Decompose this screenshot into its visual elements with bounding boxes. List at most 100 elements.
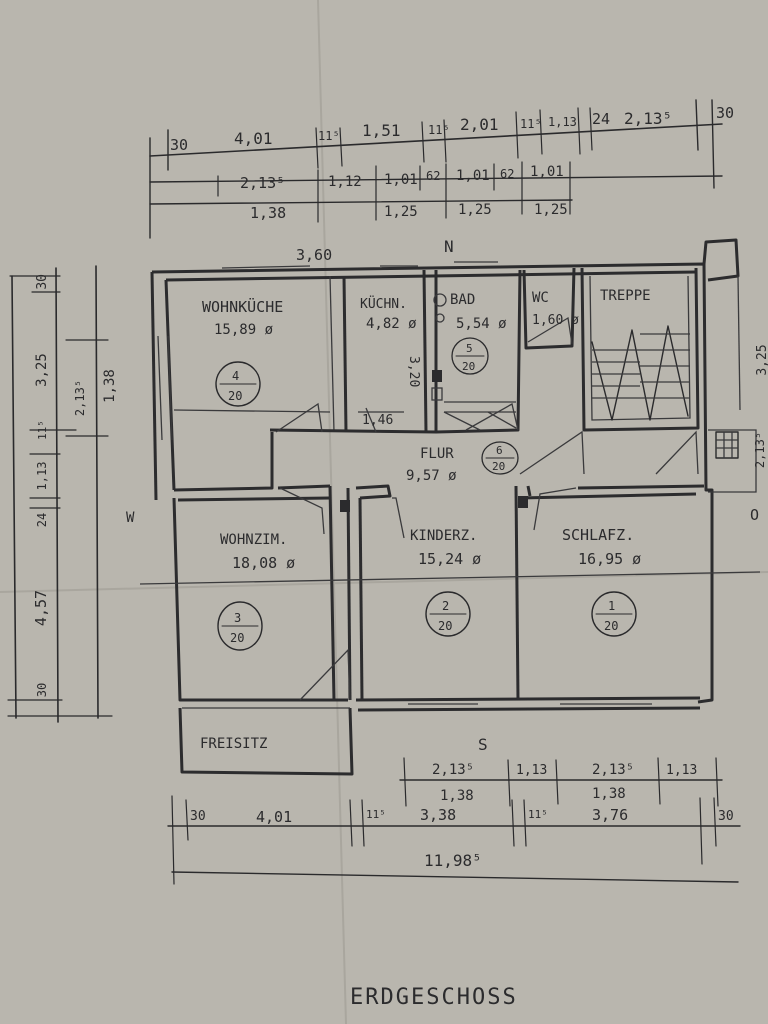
svg-text:WOHNKÜCHE: WOHNKÜCHE	[202, 297, 283, 316]
svg-text:1,60 ø: 1,60 ø	[532, 313, 579, 328]
room-kueche: KÜCHN. 4,82 ø	[360, 295, 417, 332]
room-wc: WC 1,60 ø	[532, 290, 579, 328]
paper-fold-line	[317, 0, 347, 1024]
svg-text:16,95 ø: 16,95 ø	[578, 550, 641, 568]
svg-text:11⁵: 11⁵	[520, 117, 542, 131]
svg-text:2,01: 2,01	[460, 115, 499, 134]
room-wohnzimmer: WOHNZIM. 18,08 ø 3 20	[217, 532, 295, 651]
svg-text:BAD: BAD	[450, 292, 475, 308]
svg-text:15,89 ø: 15,89 ø	[214, 322, 274, 338]
svg-text:11,98⁵: 11,98⁵	[424, 851, 482, 870]
svg-text:11⁵: 11⁵	[528, 808, 548, 821]
svg-text:20: 20	[462, 360, 475, 373]
svg-text:1,01: 1,01	[456, 168, 490, 184]
svg-text:6: 6	[496, 444, 503, 457]
inner-dimensions: 3,60 3,20 1,46	[296, 246, 421, 428]
svg-text:3,76: 3,76	[592, 806, 628, 824]
room-flur: FLUR 9,57 ø 6 20	[406, 441, 519, 484]
room-schlafzimmer: SCHLAFZ. 16,95 ø 1 20	[562, 526, 641, 637]
svg-text:1,13: 1,13	[35, 462, 49, 491]
svg-text:18,08 ø: 18,08 ø	[232, 554, 295, 572]
svg-text:11⁵: 11⁵	[318, 129, 340, 143]
svg-text:1,13: 1,13	[666, 763, 697, 778]
svg-text:1,46: 1,46	[362, 413, 393, 428]
svg-text:KÜCHN.: KÜCHN.	[360, 295, 407, 312]
svg-text:2,13⁵: 2,13⁵	[624, 109, 672, 128]
svg-text:24: 24	[35, 513, 49, 527]
svg-text:20: 20	[230, 631, 244, 645]
svg-text:1,13: 1,13	[516, 763, 547, 778]
paper-crease-line	[0, 571, 768, 593]
right-edge-dimensions: 3,25 2,13⁵	[753, 344, 768, 468]
svg-text:KINDERZ.: KINDERZ.	[410, 528, 477, 544]
svg-text:11⁵: 11⁵	[366, 808, 386, 821]
svg-text:2,13⁵: 2,13⁵	[432, 762, 474, 778]
svg-text:62: 62	[500, 167, 514, 181]
left-dimension-chain: 30 3,25 11⁵ 1,13 24 4,57 30 2,13⁵ 1,38	[7, 265, 118, 723]
svg-text:3,20: 3,20	[406, 356, 421, 387]
south-marker: S	[478, 735, 488, 754]
svg-text:1,25: 1,25	[384, 204, 418, 220]
room-freisitz: FREISITZ	[200, 736, 267, 752]
svg-text:62: 62	[426, 169, 440, 183]
room-treppe: TREPPE	[600, 288, 651, 304]
svg-text:3,38: 3,38	[420, 806, 456, 824]
svg-text:2,13⁵: 2,13⁵	[73, 380, 87, 416]
svg-text:5: 5	[466, 342, 473, 355]
orientation-letters: N S W O	[126, 237, 759, 754]
svg-text:1,01: 1,01	[530, 164, 564, 180]
svg-text:30: 30	[35, 274, 50, 290]
svg-text:30: 30	[190, 809, 206, 824]
svg-text:1,25: 1,25	[458, 202, 492, 218]
svg-text:SCHLAFZ.: SCHLAFZ.	[562, 526, 634, 544]
svg-text:4: 4	[232, 369, 239, 383]
svg-text:1,38: 1,38	[440, 788, 474, 804]
svg-text:1,25: 1,25	[534, 202, 568, 218]
svg-text:2: 2	[442, 599, 449, 613]
east-marker: O	[750, 506, 759, 524]
svg-text:1: 1	[608, 599, 615, 613]
svg-text:2,13⁵: 2,13⁵	[240, 174, 285, 192]
svg-text:WOHNZIM.: WOHNZIM.	[220, 532, 287, 548]
svg-text:1,12: 1,12	[328, 174, 362, 190]
svg-text:30: 30	[718, 809, 734, 824]
svg-text:3,25: 3,25	[755, 344, 768, 375]
north-marker: N	[444, 237, 454, 256]
svg-text:TREPPE: TREPPE	[600, 288, 651, 304]
svg-text:4,01: 4,01	[256, 808, 292, 826]
svg-text:20: 20	[228, 389, 242, 403]
svg-text:1,38: 1,38	[250, 204, 286, 222]
svg-text:9,57 ø: 9,57 ø	[406, 468, 457, 484]
svg-text:11⁵: 11⁵	[428, 123, 450, 137]
svg-text:20: 20	[492, 460, 505, 473]
svg-text:1,38: 1,38	[592, 786, 626, 802]
top-dimension-chain: 30 4,01 11⁵ 1,51 11⁵ 2,01 11⁵ 1,13 24 2,…	[149, 99, 734, 239]
svg-text:3,25: 3,25	[34, 353, 50, 387]
svg-text:3: 3	[234, 611, 241, 625]
svg-text:15,24 ø: 15,24 ø	[418, 550, 481, 568]
room-kinderzimmer: KINDERZ. 15,24 ø 2 20	[410, 528, 481, 637]
svg-text:2,13⁵: 2,13⁵	[592, 762, 634, 778]
svg-text:2,13⁵: 2,13⁵	[753, 432, 767, 468]
plan-title: ERDGESCHOSS	[350, 985, 518, 1010]
svg-text:30: 30	[716, 104, 734, 122]
svg-text:5,54 ø: 5,54 ø	[456, 316, 507, 332]
bottom-dimension-chain: 2,13⁵ 1,13 2,13⁵ 1,13 1,38 1,38 30 4,01 …	[167, 757, 741, 885]
svg-text:FREISITZ: FREISITZ	[200, 736, 267, 752]
fixtures	[139, 261, 761, 705]
room-bad: BAD 5,54 ø 5 20	[450, 292, 507, 375]
svg-text:20: 20	[438, 619, 452, 633]
svg-text:1,01: 1,01	[384, 172, 418, 188]
svg-text:24: 24	[592, 110, 610, 128]
svg-text:20: 20	[604, 619, 618, 633]
room-wohnkueche: WOHNKÜCHE 15,89 ø 4 20	[202, 297, 283, 407]
svg-text:4,57: 4,57	[32, 590, 50, 626]
svg-text:4,01: 4,01	[234, 129, 273, 148]
svg-text:4,82 ø: 4,82 ø	[366, 316, 417, 332]
svg-text:1,13: 1,13	[548, 115, 577, 129]
west-marker: W	[126, 510, 135, 526]
svg-text:30: 30	[35, 683, 49, 697]
svg-text:1,38: 1,38	[102, 369, 118, 403]
svg-text:WC: WC	[532, 290, 549, 306]
svg-text:1,51: 1,51	[362, 121, 401, 140]
